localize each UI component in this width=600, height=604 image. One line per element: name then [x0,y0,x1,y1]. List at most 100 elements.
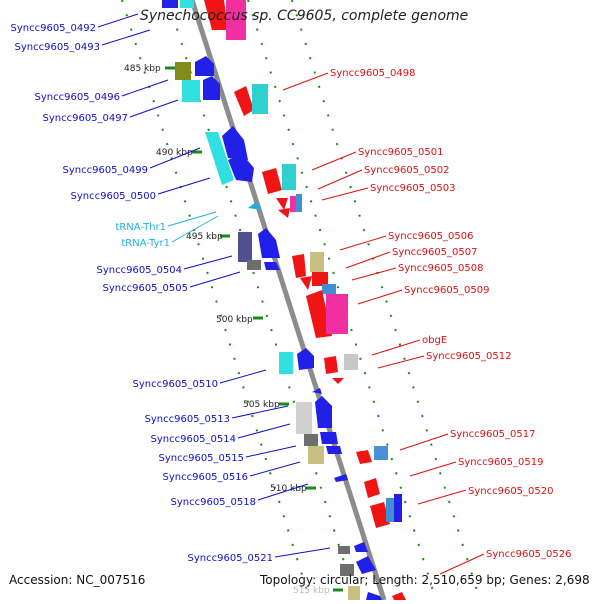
gene-label-trna-thr1[interactable]: tRNA-Thr1 [115,222,166,233]
gene-label-0518[interactable]: Syncc9605_0518 [171,497,257,508]
gene-label-0526[interactable]: Syncc9605_0526 [486,549,572,560]
gene-block-0514[interactable] [304,434,318,446]
gene-arrow-0497[interactable] [203,76,220,100]
scale-ticks [165,66,343,592]
gene-arrow-0509[interactable] [306,290,332,338]
scale-label-515: 515 kbp [293,586,330,596]
gene-block-0515[interactable] [308,446,324,464]
leader-0510 [219,369,267,384]
gene-arrow-0515[interactable] [326,446,342,454]
gene-label-0498[interactable]: Syncc9605_0498 [330,68,416,79]
right-gene-features [204,0,406,600]
gene-label-0519[interactable]: Syncc9605_0519 [458,457,544,468]
gene-block-0508-steel[interactable] [322,284,336,294]
gene-arrow-0521-b[interactable] [356,556,376,574]
gene-label-0517[interactable]: Syncc9605_0517 [450,429,536,440]
gene-label-0514[interactable]: Syncc9605_0514 [151,434,237,445]
gene-label-0503[interactable]: Syncc9605_0503 [370,183,456,194]
gene-arrow-0501[interactable] [262,168,282,194]
gene-arrow-0506[interactable] [292,254,306,278]
gene-label-0502[interactable]: Syncc9605_0502 [364,165,450,176]
gene-block-0498[interactable] [252,84,268,114]
gene-block-0507[interactable] [310,252,324,272]
gene-arrow-0498[interactable] [234,86,254,116]
gene-block-0521-b[interactable] [340,564,354,576]
leader-0493 [101,29,151,46]
gene-arrow-0503-a[interactable] [276,198,288,210]
leader-0513 [231,405,289,419]
gene-label-0510[interactable]: Syncc9605_0510 [133,379,219,390]
gene-label-0521[interactable]: Syncc9605_0521 [188,553,274,564]
gene-block-0499[interactable] [205,132,234,185]
gene-block-top-right[interactable] [204,0,228,30]
gene-block-0512[interactable] [344,354,358,370]
gene-arrow-0512[interactable] [332,378,344,384]
gene-block-0504-b[interactable] [247,260,261,270]
gene-arrow-0505[interactable] [258,228,280,258]
leader-0520 [417,489,467,505]
gene-arrow-0514[interactable] [320,432,338,444]
gene-block-bottom[interactable] [348,586,360,600]
gene-label-0509[interactable]: Syncc9605_0509 [404,285,490,296]
gene-label-0520[interactable]: Syncc9605_0520 [468,486,554,497]
gene-arrow-0507-b[interactable] [300,276,312,290]
gene-arrow-0503-b[interactable] [278,208,290,218]
trna-feature[interactable] [248,202,262,210]
gene-block-0497-a[interactable] [182,80,200,102]
gene-label-0492[interactable]: Syncc9605_0492 [11,23,97,34]
gene-label-0493[interactable]: Syncc9605_0493 [15,42,101,53]
gene-arrow-0516[interactable] [334,474,348,482]
gene-block-0503-pink[interactable] [290,196,298,212]
gene-block-0496-a[interactable] [175,62,191,80]
gene-block-0504[interactable] [238,232,252,262]
gene-block-0521[interactable] [338,546,350,554]
gene-label-0500[interactable]: Syncc9605_0500 [71,191,157,202]
gene-block-0492[interactable] [162,0,178,8]
gene-arrow-obgE[interactable] [324,356,338,374]
gene-label-0506[interactable]: Syncc9605_0506 [388,231,474,242]
gene-block-0520-blue[interactable] [394,494,402,522]
gene-label-0507[interactable]: Syncc9605_0507 [392,247,478,258]
gene-label-0513[interactable]: Syncc9605_0513 [145,414,231,425]
gene-arrow-0517[interactable] [356,450,372,464]
gene-block-0493[interactable] [180,0,194,8]
gene-block-0520-steel[interactable] [386,498,394,522]
gene-arrow-0513[interactable] [315,396,332,428]
gene-label-0496[interactable]: Syncc9605_0496 [35,92,121,103]
gene-arrow-0510[interactable] [297,348,314,370]
gene-label-0497[interactable]: Syncc9605_0497 [43,113,129,124]
gene-block-0502[interactable] [282,164,296,190]
gene-label-0515[interactable]: Syncc9605_0515 [159,453,245,464]
scale-label-495: 495 kbp [186,232,223,242]
gene-marker-0513[interactable] [312,388,322,394]
gene-label-0508[interactable]: Syncc9605_0508 [398,263,484,274]
gene-arrow-0496[interactable] [195,56,214,76]
gene-label-0499[interactable]: Syncc9605_0499 [63,165,149,176]
gene-block-0517[interactable] [374,446,388,460]
gene-block-top-pink[interactable] [226,0,246,40]
gene-arrow-0520[interactable] [370,502,390,528]
gene-arrow-0519[interactable] [364,478,380,498]
gene-label-0516[interactable]: Syncc9605_0516 [163,472,249,483]
gene-arrow-0499[interactable] [222,126,248,160]
gene-block-0503-steel[interactable] [296,194,302,212]
gene-arrow-0526[interactable] [392,592,406,600]
gene-label-0501[interactable]: Syncc9605_0501 [358,147,444,158]
gene-block-0513[interactable] [296,402,312,434]
leader-0497 [129,99,179,118]
gene-arrow-0521[interactable] [354,542,368,552]
gene-arrow-bottom[interactable] [366,592,382,600]
gene-label-0505[interactable]: Syncc9605_0505 [103,283,189,294]
gene-label-0504[interactable]: Syncc9605_0504 [97,265,183,276]
gene-label-obgE[interactable]: obgE [422,335,447,346]
gene-block-0510[interactable] [279,352,293,374]
gene-arrow-0500[interactable] [228,154,254,182]
gene-arrow-0505-b[interactable] [264,262,280,270]
gene-block-0509[interactable] [326,294,348,334]
gene-block-0508[interactable] [312,272,328,286]
gene-label-0512[interactable]: Syncc9605_0512 [426,351,512,362]
scale-label-505: 505 kbp [243,400,280,410]
scale-label-500: 500 kbp [216,315,253,325]
gene-label-trna-tyr1[interactable]: tRNA-Tyr1 [121,238,170,249]
